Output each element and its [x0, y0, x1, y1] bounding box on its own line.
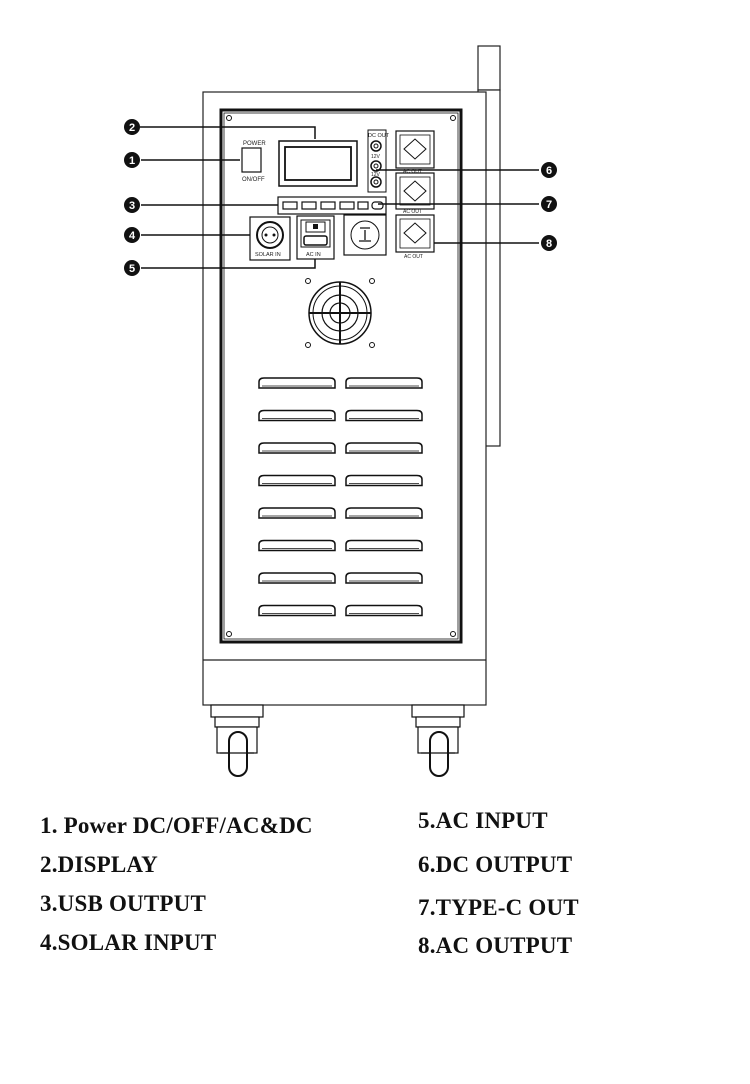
- callout-badge-5: 5: [124, 260, 140, 276]
- outlet-icon: [403, 138, 427, 160]
- svg-text:6: 6: [546, 165, 552, 177]
- usb-port-icon: [320, 201, 336, 210]
- vent-slot: [258, 409, 336, 422]
- on-off-label: ON/OFF: [242, 177, 265, 183]
- ac-out-label-1: AC OUT: [403, 169, 422, 175]
- vent-slot: [258, 604, 336, 617]
- dc-output-ports: DC OUT 12V 12V: [367, 129, 390, 193]
- vent-slot: [345, 507, 423, 519]
- svg-text:5: 5: [129, 263, 135, 275]
- vent-slot: [345, 474, 423, 487]
- screw-icon: [226, 115, 232, 121]
- callout-badge-8: 8: [541, 235, 557, 251]
- callout-badge-1: 1: [124, 152, 140, 168]
- legend-item-5: 5.AC INPUT: [418, 808, 548, 833]
- ac-out-label-2: AC OUT: [403, 209, 422, 215]
- callout-badge-2: 2: [124, 119, 140, 135]
- v12-bottom-label: 12V: [371, 172, 381, 178]
- legend-item-2: 2.DISPLAY: [40, 852, 158, 877]
- dc-out-label: DC OUT: [368, 133, 390, 139]
- legend-item-8: 8.AC OUTPUT: [418, 933, 573, 958]
- type-c-port-icon: [371, 201, 384, 210]
- legend-item-1: 1. Power DC/OFF/AC&DC: [40, 813, 313, 838]
- callout-badge-7: 7: [541, 196, 557, 212]
- solar-in-label: SOLAR IN: [255, 252, 281, 258]
- usb-port-icon: [357, 201, 369, 210]
- ac-out-label-3: AC OUT: [404, 254, 423, 260]
- power-switch: POWER ON/OFF: [241, 141, 266, 183]
- usb-port-icon: [301, 201, 317, 210]
- power-station-diagram: POWER ON/OFF DC OUT 12V 12V AC OUT AC OU…: [124, 45, 557, 777]
- caster-wheel-right: [411, 704, 465, 777]
- vent-slot: [258, 442, 336, 454]
- callout-lines: [140, 126, 539, 269]
- v12-top-label: 12V: [371, 154, 381, 160]
- svg-text:8: 8: [546, 238, 552, 250]
- outlet-icon: [403, 222, 427, 244]
- vent-slot: [258, 572, 336, 584]
- legend: 1. Power DC/OFF/AC&DC 2.DISPLAY 3.USB OU…: [0, 800, 750, 1084]
- vent-slot: [345, 442, 423, 454]
- screw-icon: [369, 278, 375, 284]
- vent-grille: [258, 377, 423, 617]
- vent-slot: [258, 539, 336, 552]
- screw-icon: [369, 342, 375, 348]
- ac-in-label: AC IN: [306, 252, 321, 258]
- vent-slot: [345, 604, 423, 617]
- svg-text:3: 3: [129, 200, 135, 212]
- solar-input-port: SOLAR IN: [249, 216, 291, 261]
- legend-item-7: 7.TYPE-C OUT: [418, 895, 579, 920]
- vent-slot: [345, 539, 423, 552]
- usb-port-icon: [282, 201, 298, 210]
- usb-port-icon: [339, 201, 355, 210]
- vent-slot: [258, 377, 336, 389]
- caster-wheel-left: [210, 704, 264, 777]
- vent-slot: [258, 474, 336, 487]
- screw-icon: [450, 115, 456, 121]
- callout-badge-4: 4: [124, 227, 140, 243]
- display-screen: [278, 140, 358, 187]
- vent-slot: [258, 507, 336, 519]
- ac-output-socket-2: AC OUT: [395, 172, 435, 215]
- callout-badge-6: 6: [541, 162, 557, 178]
- legend-item-6: 6.DC OUTPUT: [418, 852, 573, 877]
- screw-icon: [305, 342, 311, 348]
- cooling-fan: [305, 278, 375, 348]
- callout-badge-3: 3: [124, 197, 140, 213]
- ac-output-socket-3: [343, 214, 387, 256]
- callout-badges: 2 1 3 4 5 6 7 8: [124, 119, 557, 276]
- svg-text:7: 7: [546, 199, 552, 211]
- screw-icon: [305, 278, 311, 284]
- ac-output-socket-4: AC OUT: [395, 214, 435, 260]
- power-label: POWER: [243, 141, 266, 147]
- svg-text:4: 4: [129, 230, 136, 242]
- vent-slot: [345, 572, 423, 584]
- svg-text:2: 2: [129, 122, 135, 134]
- legend-item-4: 4.SOLAR INPUT: [40, 930, 217, 955]
- outlet-icon: [403, 180, 427, 202]
- screw-icon: [450, 631, 456, 637]
- vent-slot: [345, 409, 423, 422]
- legend-item-3: 3.USB OUTPUT: [40, 891, 206, 916]
- vent-slot: [345, 377, 423, 389]
- usb-output-ports: [277, 196, 387, 215]
- svg-text:1: 1: [129, 155, 135, 167]
- screw-icon: [226, 631, 232, 637]
- ac-input-port: AC IN: [296, 215, 335, 260]
- ac-output-socket-1: AC OUT: [395, 130, 435, 175]
